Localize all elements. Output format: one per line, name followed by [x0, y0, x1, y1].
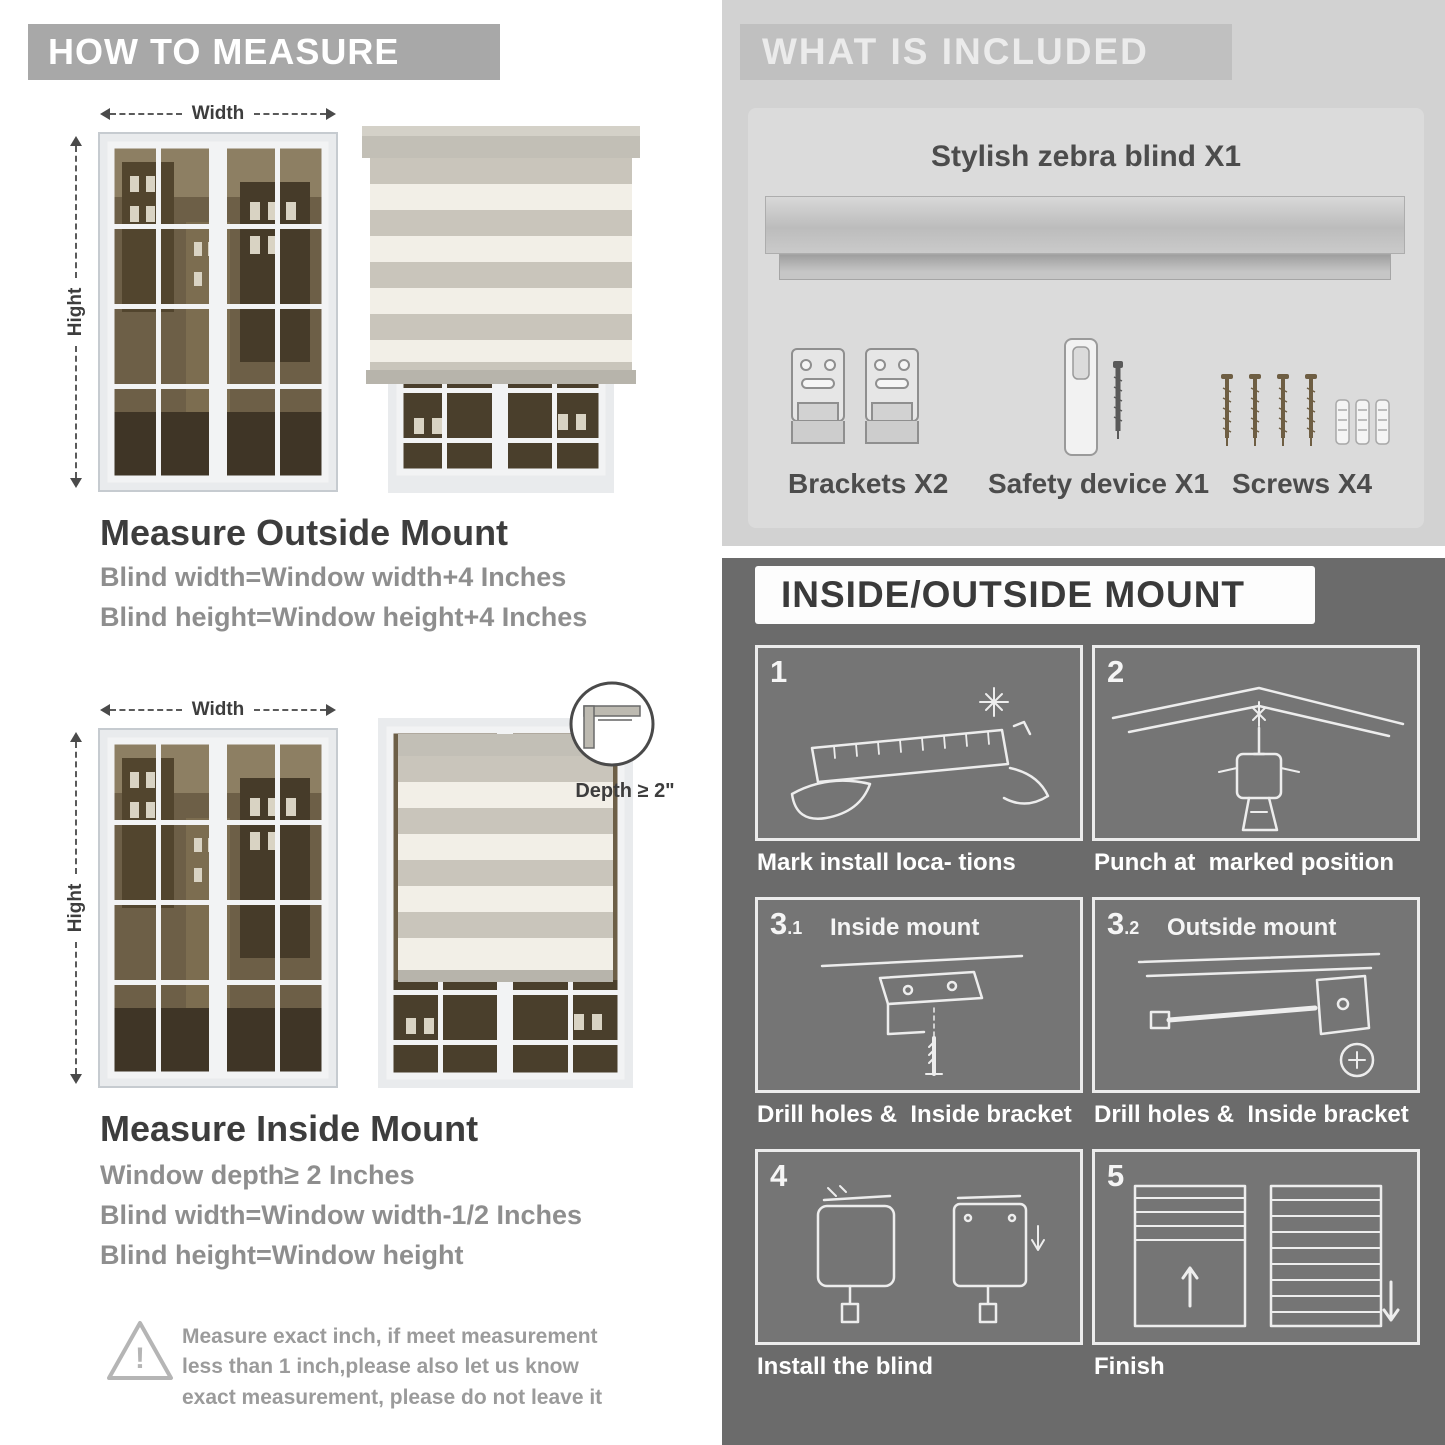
arrow-left-icon	[100, 108, 110, 120]
warning-triangle-icon: !	[105, 1318, 175, 1384]
step-panel-2: 2	[1092, 645, 1420, 841]
height-arrow-inside: Hight	[65, 731, 86, 1084]
zebra-blind-illustration-outside	[362, 118, 640, 493]
step-panel-3-2: 3.2 Outside mount	[1092, 897, 1420, 1093]
step-caption-3-1: Drill holes & Inside bracket	[757, 1101, 1072, 1128]
arrow-left-icon	[100, 704, 110, 716]
install-blind-illustration	[816, 1185, 1045, 1324]
arrow-left-icon	[70, 478, 82, 488]
inside-mount-heading: Measure Inside Mount	[100, 1108, 479, 1149]
step-number: 3.2	[1107, 906, 1140, 941]
brackets-label: Brackets X2	[788, 468, 949, 499]
included-inner-panel	[748, 108, 1424, 528]
step-caption-1: Mark install loca- tions	[757, 849, 1016, 876]
inside-bracket-illustration	[820, 954, 1024, 1076]
exclamation-glyph: !	[135, 1342, 145, 1375]
step-number: 1	[770, 654, 788, 689]
window-illustration-inside	[98, 728, 338, 1088]
inside-height-formula: Blind height=Window height	[100, 1240, 464, 1270]
step-caption-5: Finish	[1094, 1353, 1165, 1380]
outside-width-formula: Blind width=Window width+4 Inches	[100, 562, 567, 592]
zebra-blind-illustration-inside	[378, 718, 633, 1088]
measure-tape-illustration	[790, 687, 1050, 820]
height-label: Hight	[65, 287, 86, 337]
step-caption-3-2: Drill holes & Inside bracket	[1094, 1101, 1409, 1128]
step-number: 4	[770, 1158, 788, 1193]
step-caption-2: Punch at marked position	[1094, 849, 1395, 876]
step-panel-4: 4	[755, 1149, 1083, 1345]
height-arrow-outside: Hight	[65, 135, 86, 488]
width-arrow-outside: Width	[100, 103, 336, 124]
screws-label: Screws X4	[1232, 468, 1373, 499]
brackets-icon	[788, 345, 928, 457]
arrow-right-icon	[70, 135, 82, 146]
finish-blinds-illustration	[1133, 1184, 1400, 1328]
headrail-illustration	[765, 196, 1405, 254]
depth-callout-icon	[568, 680, 656, 768]
what-is-included-banner: WHAT IS INCLUDED	[740, 24, 1232, 80]
step-panel-1: 1	[755, 645, 1083, 841]
screws-icon	[1218, 372, 1393, 460]
step-number: 5	[1107, 1158, 1125, 1193]
width-arrow-inside: Width	[100, 699, 336, 720]
inside-mount-label: Inside mount	[830, 914, 980, 941]
step-panel-5: 5	[1092, 1149, 1420, 1345]
width-label: Width	[191, 699, 245, 720]
product-title: Stylish zebra blind X1	[930, 140, 1242, 173]
headrail-lip-illustration	[779, 254, 1391, 280]
arrow-left-icon	[70, 1074, 82, 1084]
window-illustration-outside	[98, 132, 338, 492]
arrow-right-icon	[70, 731, 82, 742]
step-caption-4: Install the blind	[757, 1353, 934, 1380]
depth-label: Depth ≥ 2"	[575, 780, 675, 802]
inside-depth-rule: Window depth≥ 2 Inches	[100, 1160, 415, 1190]
step-number: 3.1	[770, 906, 803, 941]
outside-bracket-illustration	[1137, 952, 1381, 1078]
drill-illustration	[1111, 686, 1405, 832]
outside-mount-heading: Measure Outside Mount	[100, 512, 509, 553]
arrow-right-icon	[326, 108, 336, 120]
safety-device-icon	[1055, 335, 1150, 460]
width-label: Width	[191, 103, 245, 124]
outside-mount-label: Outside mount	[1167, 914, 1337, 941]
step-number: 2	[1107, 654, 1125, 689]
mount-title: INSIDE/OUTSIDE MOUNT	[755, 566, 1315, 624]
how-to-measure-banner: HOW TO MEASURE	[28, 24, 500, 80]
outside-height-formula: Blind height=Window height+4 Inches	[100, 602, 588, 632]
arrow-right-icon	[326, 704, 336, 716]
height-label: Hight	[65, 883, 86, 933]
safety-device-label: Safety device X1	[988, 468, 1210, 499]
step-panel-3-1: 3.1 Inside mount	[755, 897, 1083, 1093]
measurement-note: Measure exact inch, if meet measurement …	[182, 1325, 603, 1409]
inside-width-formula: Blind width=Window width-1/2 Inches	[100, 1200, 583, 1230]
